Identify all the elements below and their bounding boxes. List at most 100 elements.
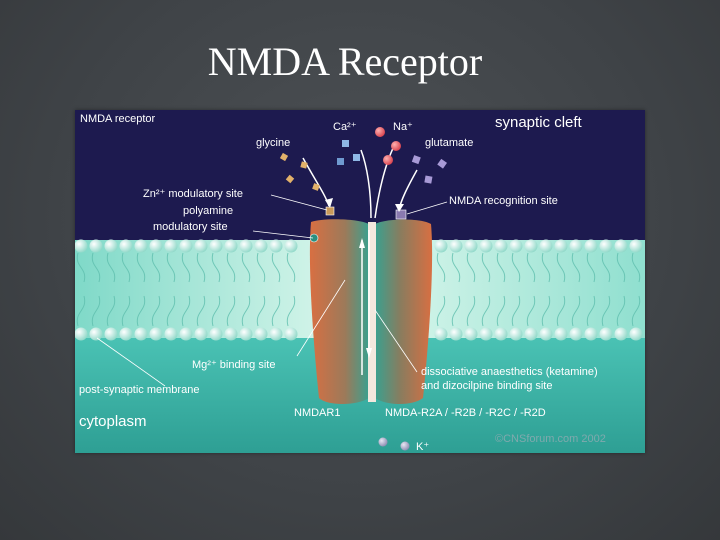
- lipid-tail: [541, 252, 551, 283]
- nmda-receptor-channel: [309, 206, 433, 404]
- figure-header: NMDA receptor: [80, 113, 156, 125]
- phospholipid-head: [539, 239, 553, 253]
- lipid-tail: [166, 252, 176, 283]
- lipid-tail: [181, 252, 191, 283]
- leader-lines: [96, 194, 448, 387]
- lipid-tail: [256, 295, 266, 327]
- sodium-ions: [375, 127, 401, 165]
- lipid-tail: [226, 252, 236, 283]
- phospholipid-head: [89, 327, 103, 341]
- lipid-tail: [436, 252, 446, 283]
- nmdar1-label: NMDAR1: [294, 407, 340, 419]
- phospholipid-head: [209, 239, 223, 253]
- slide-title: NMDA Receptor: [207, 39, 483, 84]
- phospholipid-head: [584, 239, 598, 253]
- phospholipid-head: [239, 239, 253, 253]
- phospholipid-head: [134, 327, 148, 341]
- phospholipid-head: [434, 327, 448, 341]
- phospholipid-head: [224, 239, 238, 253]
- phospholipid-head: [449, 239, 463, 253]
- lipid-tail: [196, 252, 206, 283]
- lipid-tail: [526, 295, 536, 327]
- phospholipid-head: [269, 239, 283, 253]
- lipid-tail: [451, 295, 461, 327]
- glycine-molecules: [279, 152, 320, 191]
- lipid-tail: [631, 252, 641, 283]
- phospholipid-head: [509, 327, 523, 341]
- lipid-tail: [121, 295, 131, 327]
- phospholipid-head: [479, 327, 493, 341]
- ion-pore: [368, 222, 376, 402]
- dissociative-label-1: dissociative anaesthetics (ketamine): [421, 366, 598, 378]
- phospholipid-head: [254, 239, 268, 253]
- lipid-tail: [601, 252, 611, 283]
- phospholipid-head: [494, 327, 508, 341]
- credit-watermark: ©CNSforum.com 2002: [495, 433, 606, 445]
- lipid-tail: [166, 295, 176, 327]
- zn-binding-site: [325, 206, 335, 216]
- lipid-tail: [271, 295, 281, 327]
- phospholipid-head: [434, 239, 448, 253]
- phospholipid-head: [254, 327, 268, 341]
- lipid-tail: [151, 252, 161, 283]
- phospholipid-head: [614, 239, 628, 253]
- lipid-tail: [436, 295, 446, 327]
- polyamine-label-1: polyamine: [183, 205, 233, 217]
- lipid-tail: [556, 295, 566, 327]
- phospholipid-head: [119, 327, 133, 341]
- phospholipid-head: [569, 327, 583, 341]
- lipid-tail: [451, 252, 461, 283]
- phospholipid-head: [554, 327, 568, 341]
- phospholipid-heads-bottom: [75, 327, 643, 341]
- nmda-recognition-binding-site: [395, 209, 407, 220]
- post-synaptic-membrane-label: post-synaptic membrane: [79, 384, 199, 396]
- potassium-label: K⁺: [416, 441, 429, 453]
- nmdar1-subunit: [309, 219, 369, 404]
- lipid-tail: [136, 295, 146, 327]
- phospholipid-head: [584, 327, 598, 341]
- phospholipid-head: [524, 239, 538, 253]
- lipid-tail: [271, 252, 281, 283]
- lipid-tail: [511, 252, 521, 283]
- lipid-tail: [616, 252, 626, 283]
- phospholipid-head: [209, 327, 223, 341]
- phospholipid-head: [179, 327, 193, 341]
- phospholipid-head: [629, 239, 643, 253]
- phospholipid-head: [224, 327, 238, 341]
- phospholipid-head: [539, 327, 553, 341]
- zn-site-label: Zn²⁺ modulatory site: [143, 188, 243, 200]
- sodium-label: Na⁺: [393, 121, 413, 133]
- phospholipid-head: [569, 239, 583, 253]
- lipid-tail: [496, 252, 506, 283]
- lipid-tail: [556, 252, 566, 283]
- lipid-tail: [541, 295, 551, 327]
- phospholipid-head: [479, 239, 493, 253]
- phospholipid-head: [149, 239, 163, 253]
- phospholipid-head: [269, 327, 283, 341]
- phospholipid-head: [104, 327, 118, 341]
- dissociative-label-2: and dizocilpine binding site: [421, 380, 552, 392]
- phospholipid-head: [134, 239, 148, 253]
- phospholipid-head: [194, 239, 208, 253]
- phospholipid-head: [164, 239, 178, 253]
- calcium-label: Ca²⁺: [333, 121, 357, 133]
- lipid-tail: [286, 295, 296, 327]
- lipid-tail: [226, 295, 236, 327]
- phospholipid-head: [464, 327, 478, 341]
- phospholipid-head: [239, 327, 253, 341]
- glutamate-molecules: [411, 155, 447, 184]
- cytoplasm-label: cytoplasm: [79, 413, 147, 430]
- lipid-tail: [211, 295, 221, 327]
- lipid-tail: [76, 252, 86, 283]
- lipid-tail: [106, 295, 116, 327]
- lipid-tail: [286, 252, 296, 283]
- lipid-tail: [496, 295, 506, 327]
- nmda-recognition-label: NMDA recognition site: [449, 195, 558, 207]
- glutamate-label: glutamate: [425, 137, 473, 149]
- lipid-tail: [136, 252, 146, 283]
- lipid-tail: [211, 252, 221, 283]
- phospholipid-head: [194, 327, 208, 341]
- lipid-tail: [241, 252, 251, 283]
- phospholipid-head: [89, 239, 103, 253]
- lipid-tail: [91, 295, 101, 327]
